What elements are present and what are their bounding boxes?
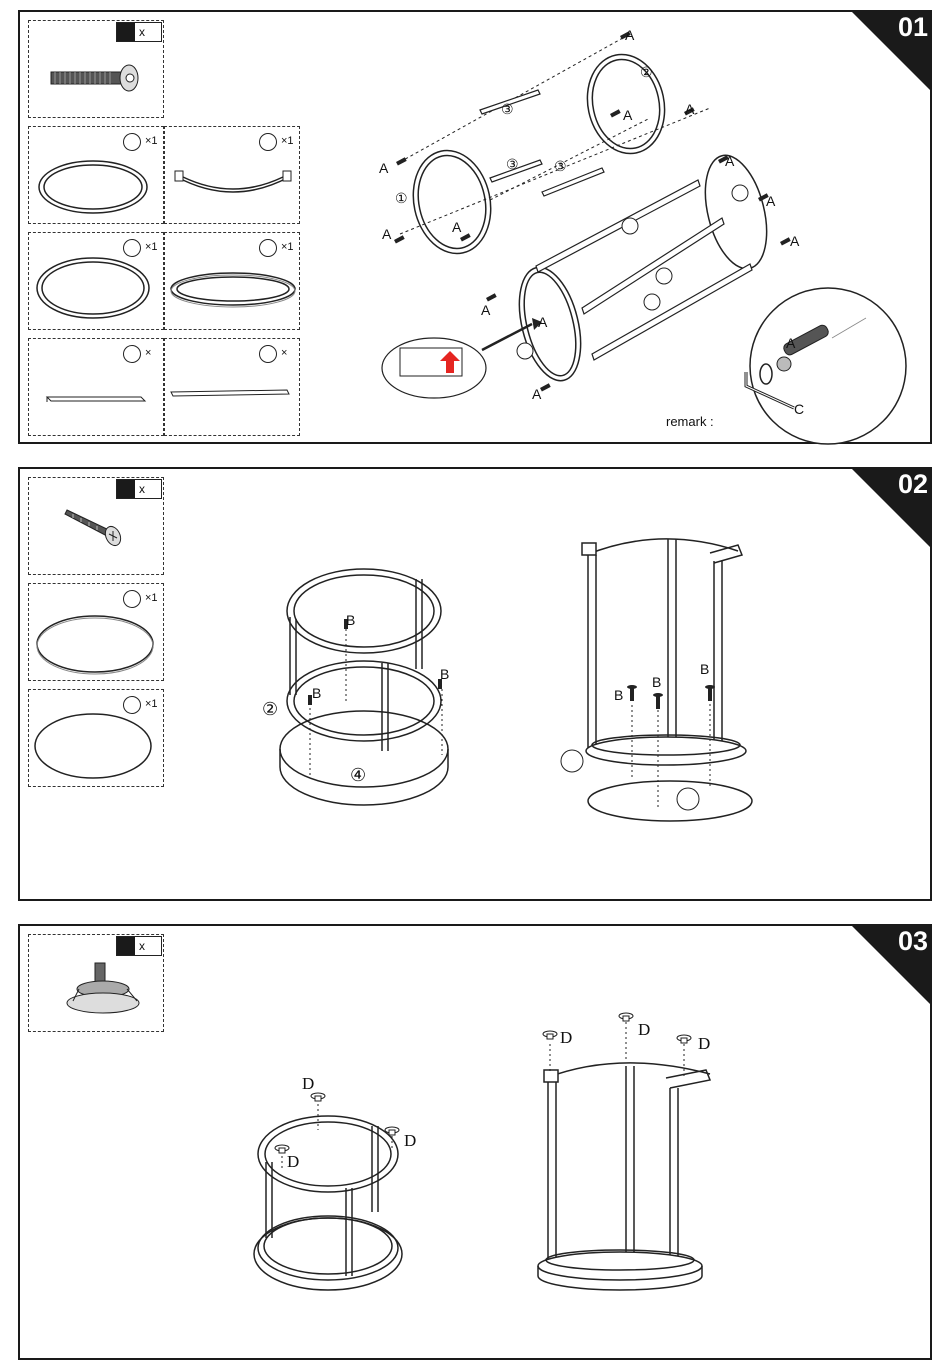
- assembly-diagram-03: [20, 926, 934, 1362]
- step-panel-03: 03 x: [18, 924, 932, 1360]
- step-panel-01: 01 x ×1 ×1: [18, 10, 932, 444]
- remark-label: remark :: [666, 414, 714, 429]
- assembly-diagram-01: [20, 12, 934, 446]
- upward-arrow-icon: [440, 351, 460, 373]
- assembly-diagram-02: [20, 469, 934, 903]
- step-panel-02: 02 x ×1 ×1: [18, 467, 932, 901]
